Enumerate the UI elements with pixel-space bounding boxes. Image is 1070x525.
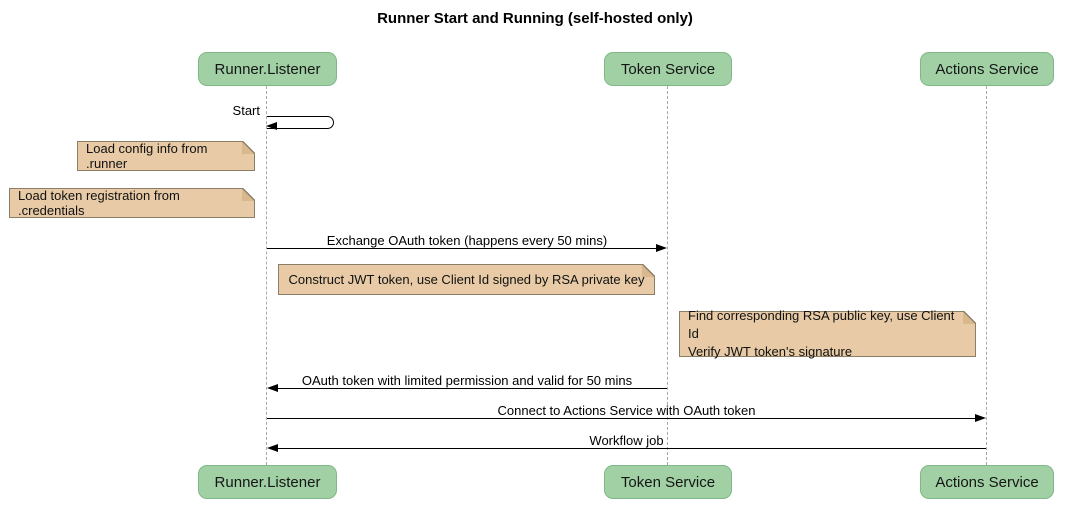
lifeline-runner-listener <box>266 86 267 465</box>
diagram-title: Runner Start and Running (self-hosted on… <box>377 10 693 27</box>
arrowhead-left-icon <box>267 384 278 392</box>
message-label-oauth-token-back: OAuth token with limited permission and … <box>301 373 633 388</box>
participant-top-actions-service: Actions Service <box>920 52 1054 86</box>
message-line <box>267 418 976 419</box>
participant-bottom-actions-service: Actions Service <box>920 465 1054 499</box>
message-line <box>267 248 657 249</box>
message-label-exchange-oauth: Exchange OAuth token (happens every 50 m… <box>326 233 608 248</box>
lifeline-token-service <box>667 86 668 465</box>
arrowhead-right-icon <box>975 414 986 422</box>
participant-label: Runner.Listener <box>214 473 321 491</box>
participant-bottom-runner-listener: Runner.Listener <box>198 465 337 499</box>
note-verify-jwt: Find corresponding RSA public key, use C… <box>679 308 976 359</box>
participant-label: Token Service <box>620 473 716 491</box>
participant-top-token-service: Token Service <box>604 52 732 86</box>
note-load-token-registration: Load token registration from .credential… <box>9 188 255 218</box>
message-label-workflow-job: Workflow job <box>589 433 664 448</box>
participant-label: Runner.Listener <box>214 60 321 78</box>
participant-bottom-token-service: Token Service <box>604 465 732 499</box>
note-fold-icon <box>242 141 255 154</box>
note-fold-icon <box>963 311 976 324</box>
note-text-line: Verify JWT token's signature <box>688 344 853 360</box>
note-fold-icon <box>642 264 655 277</box>
lifeline-actions-service <box>986 86 987 465</box>
message-label-connect-actions: Connect to Actions Service with OAuth to… <box>497 403 756 418</box>
participant-label: Actions Service <box>935 60 1039 78</box>
note-load-config: Load config info from .runner <box>77 141 255 171</box>
note-fold-icon <box>242 188 255 201</box>
note-text: Construct JWT token, use Client Id signe… <box>288 272 645 287</box>
participant-top-runner-listener: Runner.Listener <box>198 52 337 86</box>
message-line <box>277 388 667 389</box>
note-construct-jwt: Construct JWT token, use Client Id signe… <box>278 264 655 295</box>
arrowhead-right-icon <box>656 244 667 252</box>
note-text: Load token registration from .credential… <box>18 188 180 218</box>
message-label-start: Start <box>232 103 260 118</box>
note-text: Load config info from .runner <box>86 141 208 171</box>
self-message-loop <box>267 116 334 129</box>
participant-label: Actions Service <box>935 473 1039 491</box>
arrowhead-left-icon <box>266 122 277 130</box>
participant-label: Token Service <box>620 60 716 78</box>
note-text-line: Find corresponding RSA public key, use C… <box>688 307 955 341</box>
message-line <box>277 448 986 449</box>
arrowhead-left-icon <box>267 444 278 452</box>
